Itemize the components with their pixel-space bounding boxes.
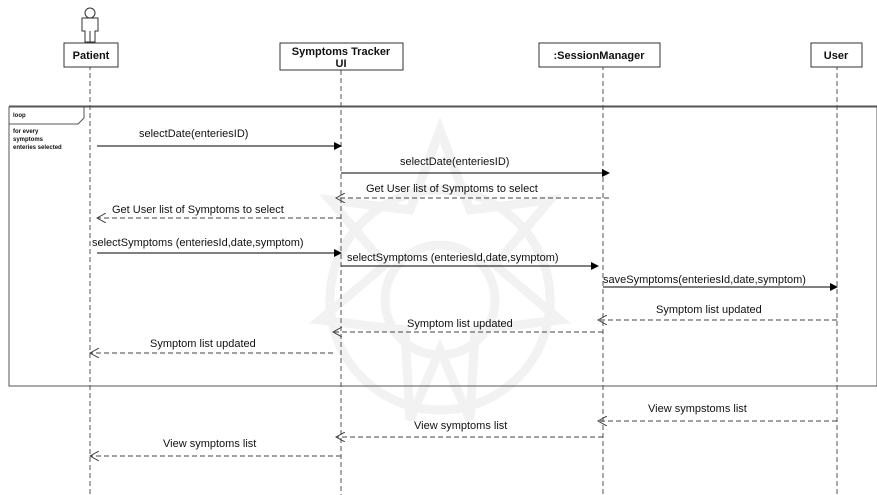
message-view-symptoms-2: View symptoms list xyxy=(336,420,603,437)
message-label: Get User list of Symptoms to select xyxy=(366,183,538,195)
message-label: Symptom list updated xyxy=(150,338,256,350)
message-label: Get User list of Symptoms to select xyxy=(112,204,284,216)
message-label: View sympstoms list xyxy=(648,403,747,415)
loop-guard-line-1: for every xyxy=(13,129,39,135)
message-label: Symptom list updated xyxy=(656,304,762,316)
message-label: selectSymptoms (enteriesId,date,symptom) xyxy=(347,252,559,264)
message-label: selectDate(enteriesID) xyxy=(139,128,248,140)
message-view-symptoms-1: View sympstoms list xyxy=(598,403,837,421)
message-save-symptoms: saveSymptoms(enteriesId,date,symptom) xyxy=(603,274,838,291)
loop-tag: loop xyxy=(13,113,26,119)
message-select-symptoms-1: selectSymptoms (enteriesId,date,symptom) xyxy=(92,237,342,257)
participant-user: User xyxy=(810,42,863,68)
message-get-symptoms-return-1: Get User list of Symptoms to select xyxy=(336,183,609,198)
watermark-emblem xyxy=(309,117,571,422)
loop-guard-line-2: symptoms xyxy=(13,137,44,143)
message-label: selectDate(enteriesID) xyxy=(400,156,509,168)
message-label: selectSymptoms (enteriesId,date,symptom) xyxy=(92,237,304,249)
participant-ui: Symptoms Tracker UI xyxy=(279,42,404,71)
actor-figure-icon xyxy=(81,7,99,43)
message-view-symptoms-3: View symptoms list xyxy=(90,438,341,456)
participant-session-label: :SessionManager xyxy=(553,50,645,62)
message-select-date-1: selectDate(enteriesID) xyxy=(97,128,342,150)
message-label: View symptoms list xyxy=(163,438,256,450)
participant-user-label: User xyxy=(824,50,849,62)
loop-guard-line-3: enteries selected xyxy=(13,145,62,151)
message-get-symptoms-return-2: Get User list of Symptoms to select xyxy=(97,204,341,218)
loop-frame: loop for every symptoms enteries selecte… xyxy=(8,105,877,387)
participant-ui-label-line2: UI xyxy=(336,58,347,70)
message-select-date-2: selectDate(enteriesID) xyxy=(341,156,610,177)
participant-session: :SessionManager xyxy=(538,42,661,68)
message-symptom-updated-2: Symptom list updated xyxy=(333,318,603,332)
participant-ui-label-line1: Symptoms Tracker xyxy=(292,46,391,58)
message-select-symptoms-2: selectSymptoms (enteriesId,date,symptom) xyxy=(341,252,599,270)
message-label: saveSymptoms(enteriesId,date,symptom) xyxy=(603,274,806,286)
participant-patient: Patient xyxy=(63,42,119,68)
participant-patient-label: Patient xyxy=(73,50,110,62)
message-symptom-updated-1: Symptom list updated xyxy=(598,304,837,320)
message-label: View symptoms list xyxy=(414,420,507,432)
message-label: Symptom list updated xyxy=(407,318,513,330)
message-symptom-updated-3: Symptom list updated xyxy=(90,338,333,353)
